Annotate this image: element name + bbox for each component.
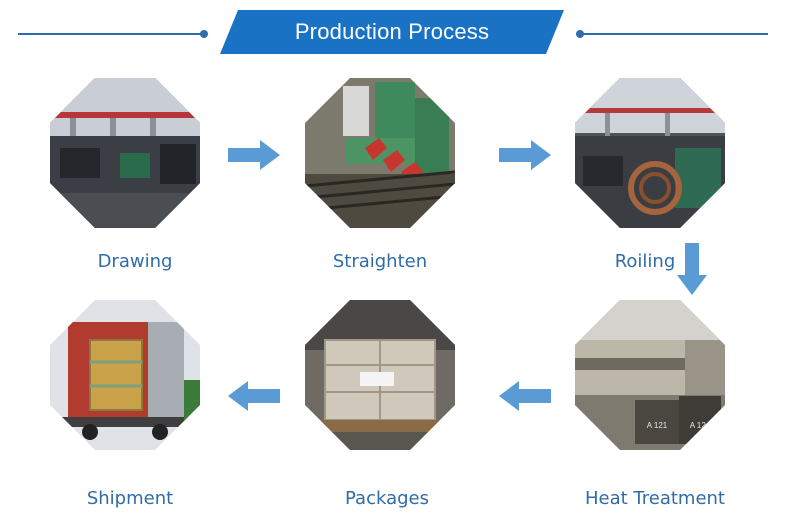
step-label-heat-treatment: Heat Treatment: [584, 488, 725, 509]
arrow-down: [677, 243, 707, 295]
header-rule-right: [582, 33, 768, 35]
svg-text:A 121: A 121: [647, 421, 668, 430]
step-label-drawing: Drawing: [97, 251, 173, 272]
title-banner: Production Process: [220, 10, 564, 54]
drawing-photo: [50, 78, 200, 228]
arrow-right-1: [228, 140, 280, 170]
step-label-roiling: Roiling: [614, 251, 676, 272]
page-title: Production Process: [294, 19, 490, 44]
packages-photo: [305, 300, 455, 450]
step-label-straighten: Straighten: [332, 251, 428, 272]
header-dot-right: [576, 30, 584, 38]
step-label-shipment: Shipment: [86, 488, 174, 509]
arrow-left-2: [228, 381, 280, 411]
heat-treatment-photo: A 121 A 124: [575, 300, 725, 450]
header-dot-left: [200, 30, 208, 38]
roiling-photo: [575, 78, 725, 228]
arrow-right-2: [499, 140, 551, 170]
step-label-packages: Packages: [345, 488, 429, 509]
straighten-photo: [305, 78, 455, 228]
svg-text:A 124: A 124: [690, 421, 711, 430]
shipment-photo: [50, 300, 200, 450]
header-rule-left: [18, 33, 204, 35]
arrow-left-1: [499, 381, 551, 411]
